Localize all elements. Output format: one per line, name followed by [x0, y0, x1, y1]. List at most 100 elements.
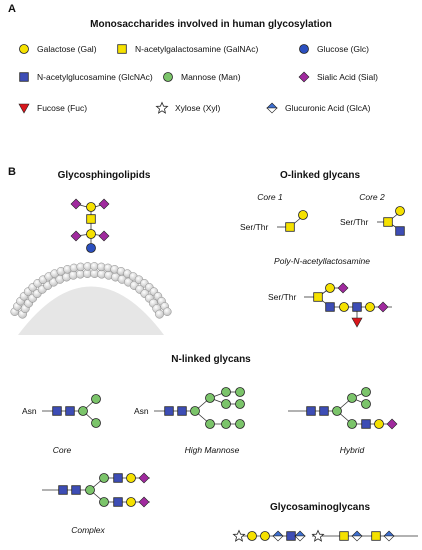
fucose-icon [18, 103, 30, 114]
core2-glcnac [395, 226, 405, 236]
legend-galactose: Galactose (Gal) [19, 44, 97, 54]
legend-xylose: Xylose (Xyl) [156, 102, 221, 114]
panel-b-letter: B [8, 166, 16, 178]
highman-mannose-3 [205, 419, 215, 429]
legend-sialic-acid: Sialic Acid (Sial) [298, 71, 378, 83]
glcnac-icon [19, 72, 29, 82]
hybrid-mannose-1 [332, 406, 342, 416]
poly-glcnac-2 [352, 302, 362, 312]
core2-serthr: Ser/Thr [340, 217, 369, 227]
highman-mannose-2 [205, 393, 215, 403]
legend-label-galnac: N-acetylgalactosamine (GalNAc) [135, 44, 258, 54]
n-linked-title: N-linked glycans [171, 354, 251, 365]
poly-lacnac-label: Poly-N-acetyllactosamine [274, 256, 370, 266]
poly-galactose-1 [325, 283, 335, 293]
o-linked-title: O-linked glycans [280, 170, 360, 181]
core-glcnac-1 [52, 406, 62, 416]
gag-galactose-2 [260, 531, 270, 541]
gsl-sialic-3 [70, 230, 82, 242]
hybrid-glcnac-1 [306, 406, 316, 416]
complex-sialic-2 [138, 496, 150, 508]
legend-label-glcnac: N-acetylglucosamine (GlcNAc) [37, 72, 153, 82]
gsl-galnac [86, 214, 96, 224]
highman-asn: Asn [134, 406, 149, 416]
lipid-heads [10, 262, 172, 319]
complex-glcnac-4 [113, 497, 123, 507]
core1-label: Core 1 [257, 192, 283, 202]
poly-fucose [351, 317, 363, 328]
complex-mannose-1 [85, 485, 95, 495]
complex-mannose-3 [99, 497, 109, 507]
legend-label-mannose: Mannose (Man) [181, 72, 241, 82]
gag-galnac-2 [371, 531, 381, 541]
gag-galnac-1 [339, 531, 349, 541]
core2-label: Core 2 [359, 192, 385, 202]
highman-mannose-9 [235, 419, 245, 429]
gsl-sialic-4 [98, 230, 110, 242]
highman-mannose-1 [190, 406, 200, 416]
hybrid-mannose-5 [361, 399, 371, 409]
poly-galactose-2 [339, 302, 349, 312]
complex-glcnac-1 [58, 485, 68, 495]
gag-glca-4 [383, 530, 395, 542]
core-mannose-1 [78, 406, 88, 416]
core-asn: Asn [22, 406, 37, 416]
poly-galactose-3 [365, 302, 375, 312]
highman-mannose-8 [221, 419, 231, 429]
gsl-galactose-2 [86, 202, 96, 212]
hybrid-mannose-2 [347, 393, 357, 403]
gag-galactose-1 [247, 531, 257, 541]
poly-glcnac-1 [325, 302, 335, 312]
highman-glcnac-2 [177, 406, 187, 416]
sialic-acid-icon [298, 71, 310, 83]
legend-mannose: Mannose (Man) [163, 72, 241, 82]
panel-a-letter: A [8, 3, 16, 15]
hybrid-glcnac-2 [319, 406, 329, 416]
core-glcnac-2 [65, 406, 75, 416]
complex-label: Complex [71, 525, 105, 535]
glucose-icon [299, 44, 309, 54]
glucuronic-acid-icon [266, 102, 278, 114]
highman-glcnac-1 [164, 406, 174, 416]
hybrid-glcnac-3 [361, 419, 371, 429]
gag-glca-3 [351, 530, 363, 542]
lipid-head [163, 307, 172, 316]
legend-fucose: Fucose (Fuc) [18, 103, 87, 114]
high-mannose-label: High Mannose [185, 445, 240, 455]
glycosphingolipids-title: Glycosphingolipids [58, 170, 151, 181]
core2-galnac [383, 217, 393, 227]
poly-galnac [313, 292, 323, 302]
complex-glcnac-3 [113, 473, 123, 483]
gag-glcnac-1 [286, 531, 296, 541]
legend-label-xylose: Xylose (Xyl) [175, 103, 221, 113]
complex-galactose-2 [126, 497, 136, 507]
gag-xylose [233, 530, 245, 542]
gag-glca-2 [294, 530, 306, 542]
hybrid-mannose-3 [347, 419, 357, 429]
legend-label-sialic-acid: Sialic Acid (Sial) [317, 72, 378, 82]
legend-label-glucuronic-acid: Glucuronic Acid (GlcA) [285, 103, 371, 113]
core2-galactose [395, 206, 405, 216]
gsl-glucose [86, 243, 96, 253]
poly-sialic-1 [337, 282, 349, 294]
poly-serthr: Ser/Thr [268, 292, 297, 302]
legend-glcnac: N-acetylglucosamine (GlcNAc) [19, 72, 153, 82]
legend-label-fucose: Fucose (Fuc) [37, 103, 87, 113]
core-mannose-2 [91, 394, 101, 404]
xylose-icon [156, 102, 168, 114]
hybrid-sialic [386, 418, 398, 430]
gag-xylose-2 [312, 530, 324, 542]
legend-label-glucose: Glucose (Glc) [317, 44, 369, 54]
hybrid-label: Hybrid [340, 445, 365, 455]
highman-mannose-5 [221, 399, 231, 409]
complex-galactose-1 [126, 473, 136, 483]
core1-galnac [285, 222, 295, 232]
gsl-galactose-1 [86, 229, 96, 239]
panel-a-title: Monosaccharides involved in human glycos… [90, 19, 332, 30]
galnac-icon [117, 44, 127, 54]
core-label: Core [53, 445, 72, 455]
lipid-head [155, 309, 164, 319]
membrane-bilayer [10, 262, 172, 335]
glycosaminoglycans-title: Glycosaminoglycans [270, 502, 370, 513]
hybrid-galactose [374, 419, 384, 429]
